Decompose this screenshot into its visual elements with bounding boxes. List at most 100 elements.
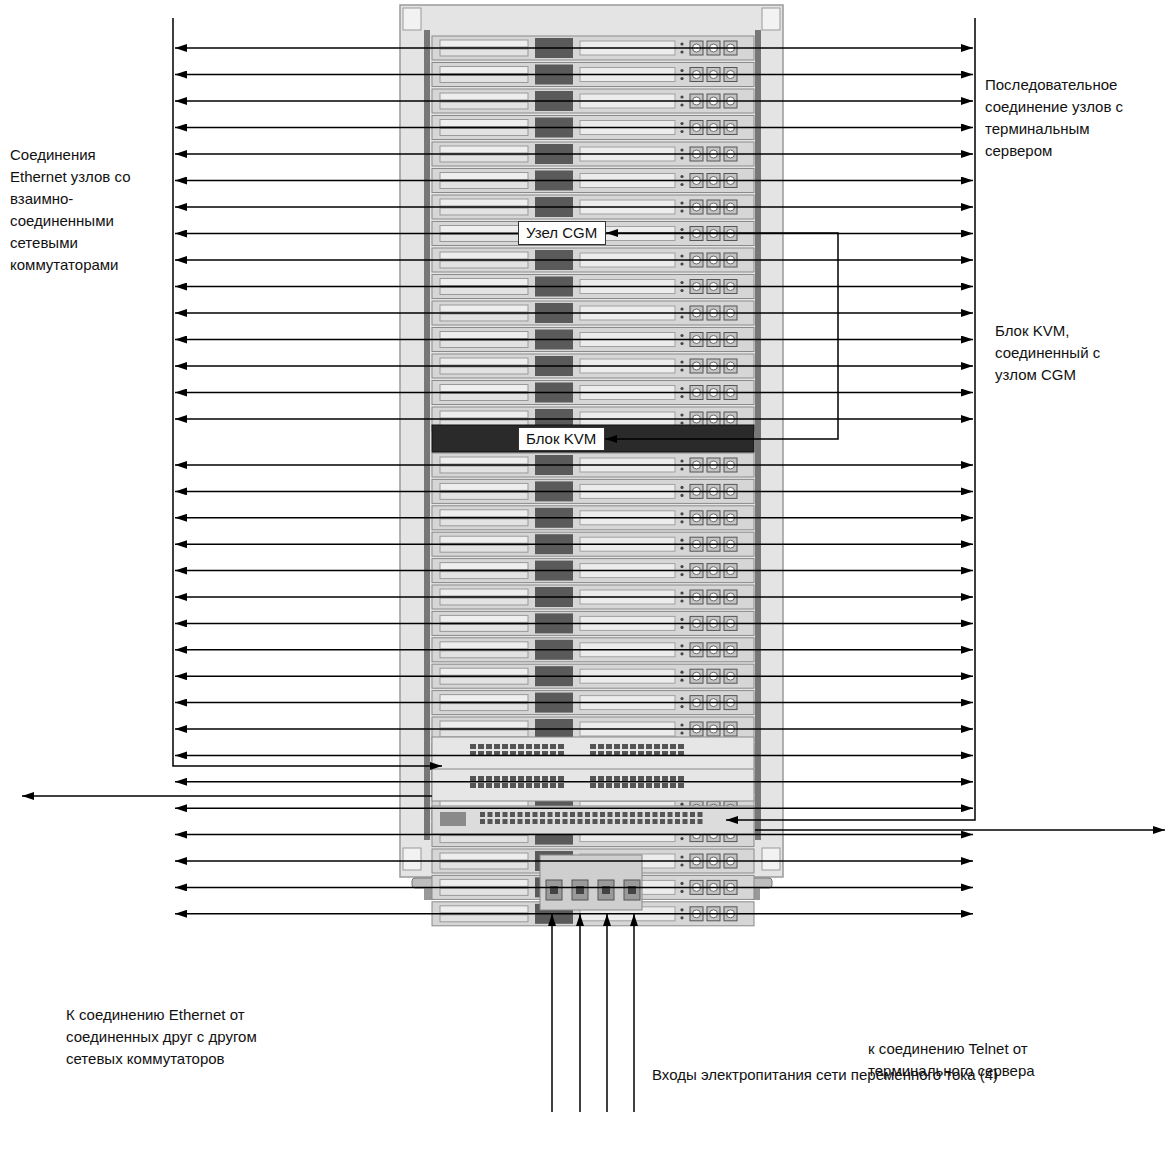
led <box>680 618 683 621</box>
port <box>623 812 628 817</box>
led <box>680 467 683 470</box>
port <box>502 783 508 788</box>
node-link-arrow <box>175 755 973 757</box>
power-socket <box>598 880 614 900</box>
port <box>526 744 532 749</box>
connector <box>605 233 838 439</box>
port <box>662 776 668 781</box>
drive-bay <box>440 704 528 711</box>
port <box>638 812 643 817</box>
port <box>518 776 524 781</box>
port <box>486 783 492 788</box>
port <box>550 744 556 749</box>
drive-bay <box>440 155 528 162</box>
led <box>680 334 683 337</box>
drive-bay <box>440 572 528 579</box>
port <box>654 744 660 749</box>
led <box>680 360 683 363</box>
led <box>680 395 683 398</box>
port <box>478 776 484 781</box>
port <box>510 819 515 824</box>
drive-bay <box>440 40 528 47</box>
drive-bay <box>440 615 528 622</box>
led <box>680 175 683 178</box>
port <box>598 744 604 749</box>
port <box>534 783 540 788</box>
box-text: Блок KVM <box>526 430 596 447</box>
drive-bay <box>440 411 528 418</box>
port <box>486 744 492 749</box>
port <box>510 776 516 781</box>
node-link-arrow <box>175 153 973 155</box>
annotation: Соединения Ethernet узлов со взаимно- со… <box>10 144 135 276</box>
port <box>660 819 665 824</box>
port <box>600 819 605 824</box>
node-link-arrow <box>175 339 973 341</box>
port <box>510 783 516 788</box>
led <box>680 130 683 133</box>
port <box>690 819 695 824</box>
led <box>680 209 683 212</box>
port <box>638 783 644 788</box>
led <box>680 626 683 629</box>
led <box>680 368 683 371</box>
led <box>680 679 683 682</box>
port <box>503 819 508 824</box>
drive-bay <box>440 341 528 348</box>
port <box>638 744 644 749</box>
port <box>518 812 523 817</box>
drive-bay <box>440 279 528 286</box>
port <box>698 812 703 817</box>
power-socket <box>546 880 562 900</box>
drive-bay <box>440 146 528 153</box>
port <box>478 783 484 788</box>
drive-bay <box>440 314 528 321</box>
power-input-arrow <box>606 914 608 1112</box>
port <box>510 744 516 749</box>
port <box>488 812 493 817</box>
node-link-arrow <box>175 392 973 394</box>
drive-bay <box>440 624 528 631</box>
port <box>534 744 540 749</box>
port <box>518 783 524 788</box>
led <box>680 413 683 416</box>
node-link-arrow <box>175 47 973 49</box>
port <box>526 783 532 788</box>
port <box>614 776 620 781</box>
label-box: Узел CGM <box>518 221 606 245</box>
led <box>680 731 683 734</box>
node-link-arrow <box>175 517 973 519</box>
port <box>683 812 688 817</box>
led <box>680 459 683 462</box>
port <box>533 819 538 824</box>
drive-bay <box>440 545 528 552</box>
led <box>680 644 683 647</box>
led <box>680 156 683 159</box>
node-link-arrow <box>175 913 973 915</box>
annotation-text: Блок KVM, соединенный с узлом CGM <box>995 322 1100 383</box>
port <box>480 812 485 817</box>
led <box>680 599 683 602</box>
led <box>680 421 683 424</box>
drive-bay <box>440 915 528 922</box>
port <box>645 819 650 824</box>
kvm-unit <box>432 425 754 452</box>
port <box>614 783 620 788</box>
led <box>680 591 683 594</box>
ethernet-uplink-arrow <box>22 795 432 797</box>
drive-bay <box>440 76 528 83</box>
drive-bay <box>440 862 528 869</box>
port <box>488 819 493 824</box>
port <box>630 812 635 817</box>
port <box>662 744 668 749</box>
led <box>680 652 683 655</box>
node-link-arrow <box>175 464 973 466</box>
led <box>680 122 683 125</box>
node-link-arrow <box>175 623 973 625</box>
led <box>680 705 683 708</box>
port <box>563 812 568 817</box>
drive-bay <box>440 129 528 136</box>
port <box>540 819 545 824</box>
port <box>550 783 556 788</box>
